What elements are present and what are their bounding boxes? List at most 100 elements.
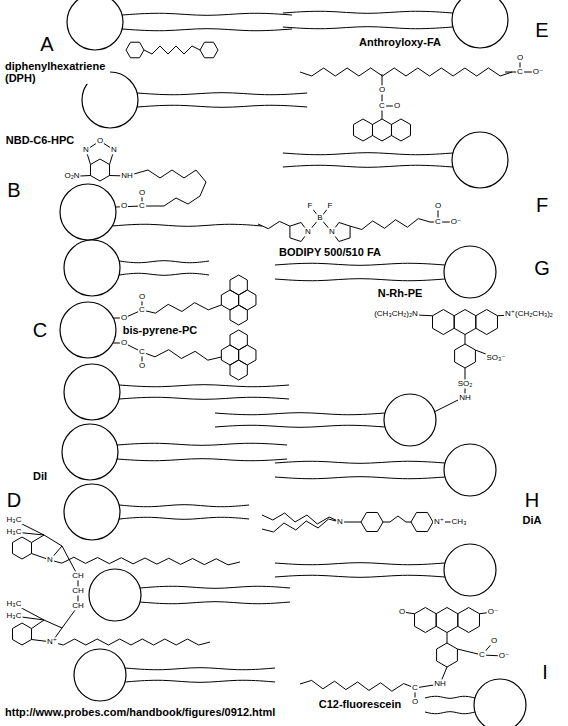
- atom-label: N: [46, 555, 54, 564]
- ring-bond: [200, 42, 218, 58]
- ring-bond: [454, 310, 476, 335]
- ring-bond: [415, 608, 437, 633]
- ring-bond: [476, 310, 498, 335]
- atom-label: O: [120, 338, 128, 347]
- lipid-tails: [112, 11, 475, 713]
- ring-bond: [361, 512, 383, 531]
- ring-bond: [230, 275, 247, 295]
- panel-letter: C: [32, 319, 48, 341]
- atom-label: CH: [71, 571, 85, 580]
- lipid-tail: [119, 517, 249, 519]
- atom-label: C: [378, 101, 386, 110]
- atom-label: F: [327, 201, 334, 210]
- atom-label: C: [434, 217, 442, 226]
- ring-bond: [12, 537, 31, 559]
- atom-label: CH: [71, 586, 85, 595]
- atom-label: O: [120, 201, 128, 210]
- lipid-tail: [119, 505, 249, 507]
- lipid-tail: [125, 668, 275, 670]
- ring-bond: [353, 119, 372, 141]
- panel-letter: E: [534, 19, 549, 41]
- atom-label: H₃C: [6, 527, 23, 536]
- panel-letter: G: [533, 257, 551, 279]
- atom-label: NH: [458, 393, 472, 402]
- atom-label: C: [411, 683, 419, 692]
- atom-label: O: [490, 636, 498, 645]
- ring-bond: [12, 623, 31, 645]
- lipid-headgroup: [452, 0, 508, 48]
- chain-bond: [258, 221, 290, 228]
- chain-bond: [262, 519, 340, 532]
- atom-label: O: [434, 201, 442, 210]
- atom-label: NH: [120, 171, 134, 180]
- atom-label: SO₂: [457, 379, 474, 388]
- lipid-tail: [275, 575, 445, 577]
- lipid-tail: [275, 263, 445, 265]
- atom-label: C: [138, 347, 146, 356]
- lipid-tail: [119, 385, 289, 387]
- lipid-headgroup: [60, 184, 116, 240]
- ring-bond: [436, 608, 458, 633]
- chain-bond: [434, 400, 458, 412]
- ring-bond: [437, 643, 458, 667]
- atom-label: C: [138, 305, 146, 314]
- lipid-tail: [117, 443, 287, 445]
- atom-label: O: [138, 292, 146, 301]
- atom-label: O: [378, 85, 386, 94]
- lipid-tail: [119, 273, 209, 275]
- lipid-tail: [283, 27, 453, 29]
- atom-label: H₃C: [6, 611, 23, 620]
- lipid-tail: [140, 602, 290, 604]
- probe-name: bis-pyrene-PC: [122, 324, 199, 336]
- panel-letter: F: [535, 194, 549, 216]
- atom-label: O⁻: [498, 651, 510, 660]
- atom-label: H₃C: [6, 599, 23, 608]
- lipid-tail: [425, 712, 475, 714]
- probe-name: NBD-C6-HPC: [5, 134, 75, 146]
- atom-label: O: [96, 136, 104, 145]
- probe-name: C12-fluorescein: [318, 698, 403, 710]
- ring-bond: [230, 305, 247, 325]
- lipid-tail: [119, 261, 209, 263]
- atom-label: B: [316, 213, 323, 222]
- lipid-tail: [275, 477, 445, 479]
- atom-label: CH: [71, 601, 85, 610]
- atom-label: O⁻: [487, 607, 499, 616]
- atom-label: O: [138, 361, 146, 370]
- lipid-tail: [137, 105, 307, 107]
- chain-bond: [50, 557, 240, 565]
- atom-label: O₂N: [63, 171, 80, 180]
- atom-label: O⁻: [450, 217, 462, 226]
- probe-structures: [12, 42, 538, 702]
- probe-name: diphenylhexatriene (DPH): [4, 60, 110, 84]
- ring-bond: [230, 360, 247, 380]
- atom-label: C: [478, 650, 486, 659]
- atom-label: F: [307, 201, 314, 210]
- probe-name: DiA: [522, 514, 543, 526]
- lipid-headgroup: [89, 569, 141, 621]
- chain-bond: [383, 516, 411, 522]
- ring-bond: [372, 119, 391, 141]
- lipid-headgroup: [444, 544, 496, 596]
- lipid-headgroup: [64, 484, 120, 540]
- ring-bond: [230, 330, 247, 350]
- atom-label: N: [82, 145, 90, 154]
- atom-label: O: [516, 53, 524, 62]
- atom-label: O: [411, 697, 419, 706]
- lipid-headgroup: [474, 679, 526, 726]
- chain-bond: [142, 303, 221, 313]
- ring-bond: [391, 119, 410, 141]
- lipid-tail: [215, 413, 385, 415]
- lipid-headgroup: [444, 444, 496, 496]
- lipid-headgroup: [74, 649, 126, 701]
- ring-bond: [458, 608, 480, 633]
- lipid-tail: [112, 224, 262, 226]
- lipid-tail: [125, 680, 275, 682]
- ring-bond: [411, 512, 433, 531]
- chain-bond: [52, 639, 210, 645]
- chain-bond: [80, 175, 91, 177]
- panel-letter: I: [541, 661, 549, 683]
- atom-label: O: [398, 607, 406, 616]
- lipid-tail: [119, 397, 289, 399]
- lipid-tail: [122, 29, 292, 31]
